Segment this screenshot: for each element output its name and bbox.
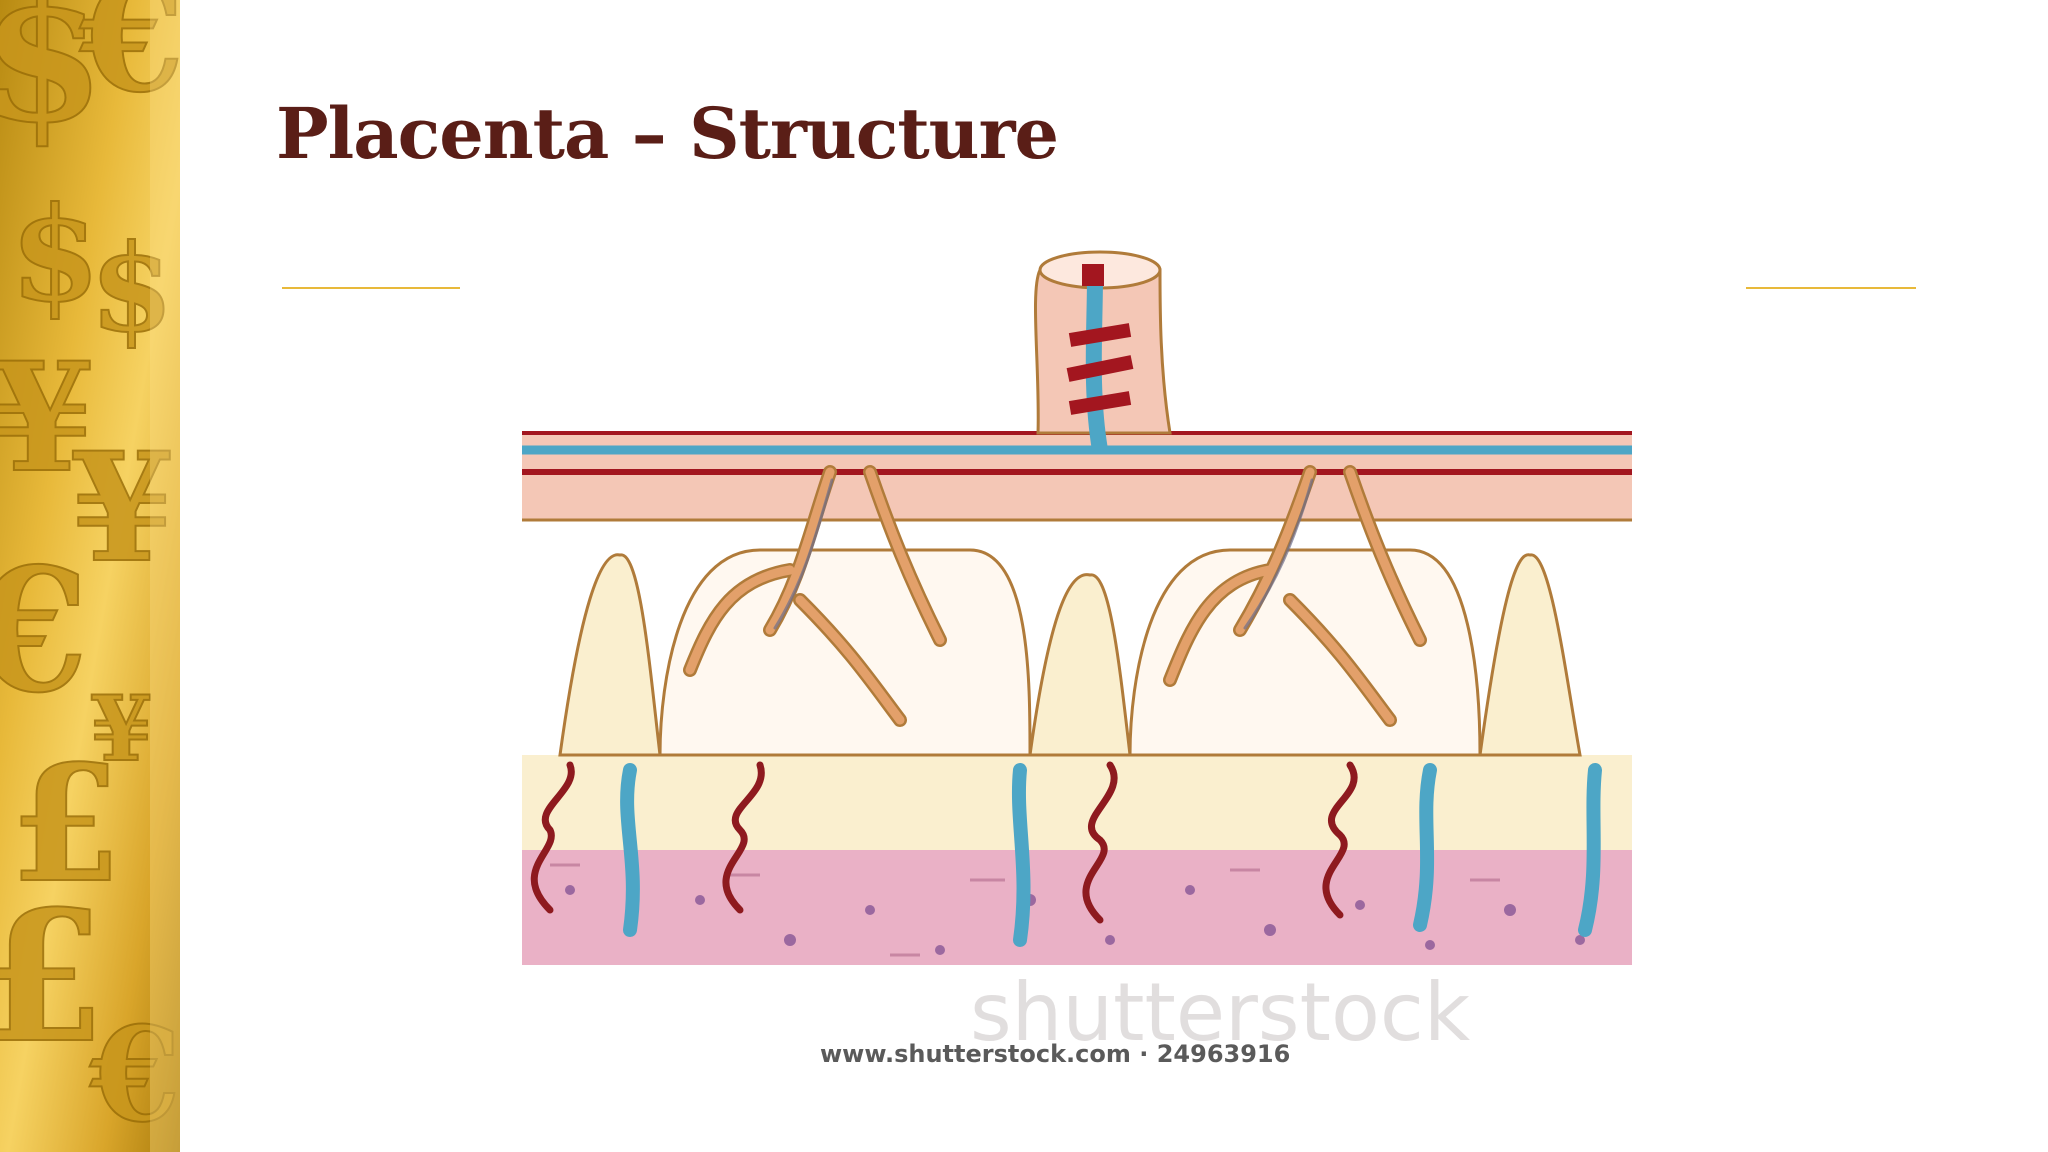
placenta-illustration: shutterstock [470, 250, 1730, 1100]
svg-text:£: £ [10, 730, 121, 918]
slide-title: Placenta – Structure [276, 92, 1059, 175]
svg-text:¥: ¥ [90, 676, 153, 782]
image-credit: www.shutterstock.com · 24963916 [820, 1040, 1291, 1068]
svg-text:€: € [89, 998, 180, 1151]
currency-pattern-sidebar: $ € $ $ ¥ ¥ € ¥ £ £ € [0, 0, 180, 1152]
svg-text:£: £ [0, 872, 105, 1083]
title-rule-left [282, 287, 460, 289]
svg-text:$: $ [10, 178, 100, 331]
title-rule-right [1746, 287, 1916, 289]
currency-symbols-icon: $ € $ $ ¥ ¥ € ¥ £ £ € [0, 0, 180, 1152]
svg-text:€: € [79, 0, 180, 126]
svg-text:$: $ [0, 0, 105, 163]
svg-text:€: € [0, 531, 88, 731]
svg-text:$: $ [90, 218, 174, 359]
shutterstock-watermark: shutterstock [970, 966, 1471, 1059]
svg-text:¥: ¥ [0, 330, 94, 506]
placenta-diagram: shutterstock www.shutterstock.com · 2496… [470, 250, 1730, 1100]
svg-text:¥: ¥ [70, 420, 174, 596]
